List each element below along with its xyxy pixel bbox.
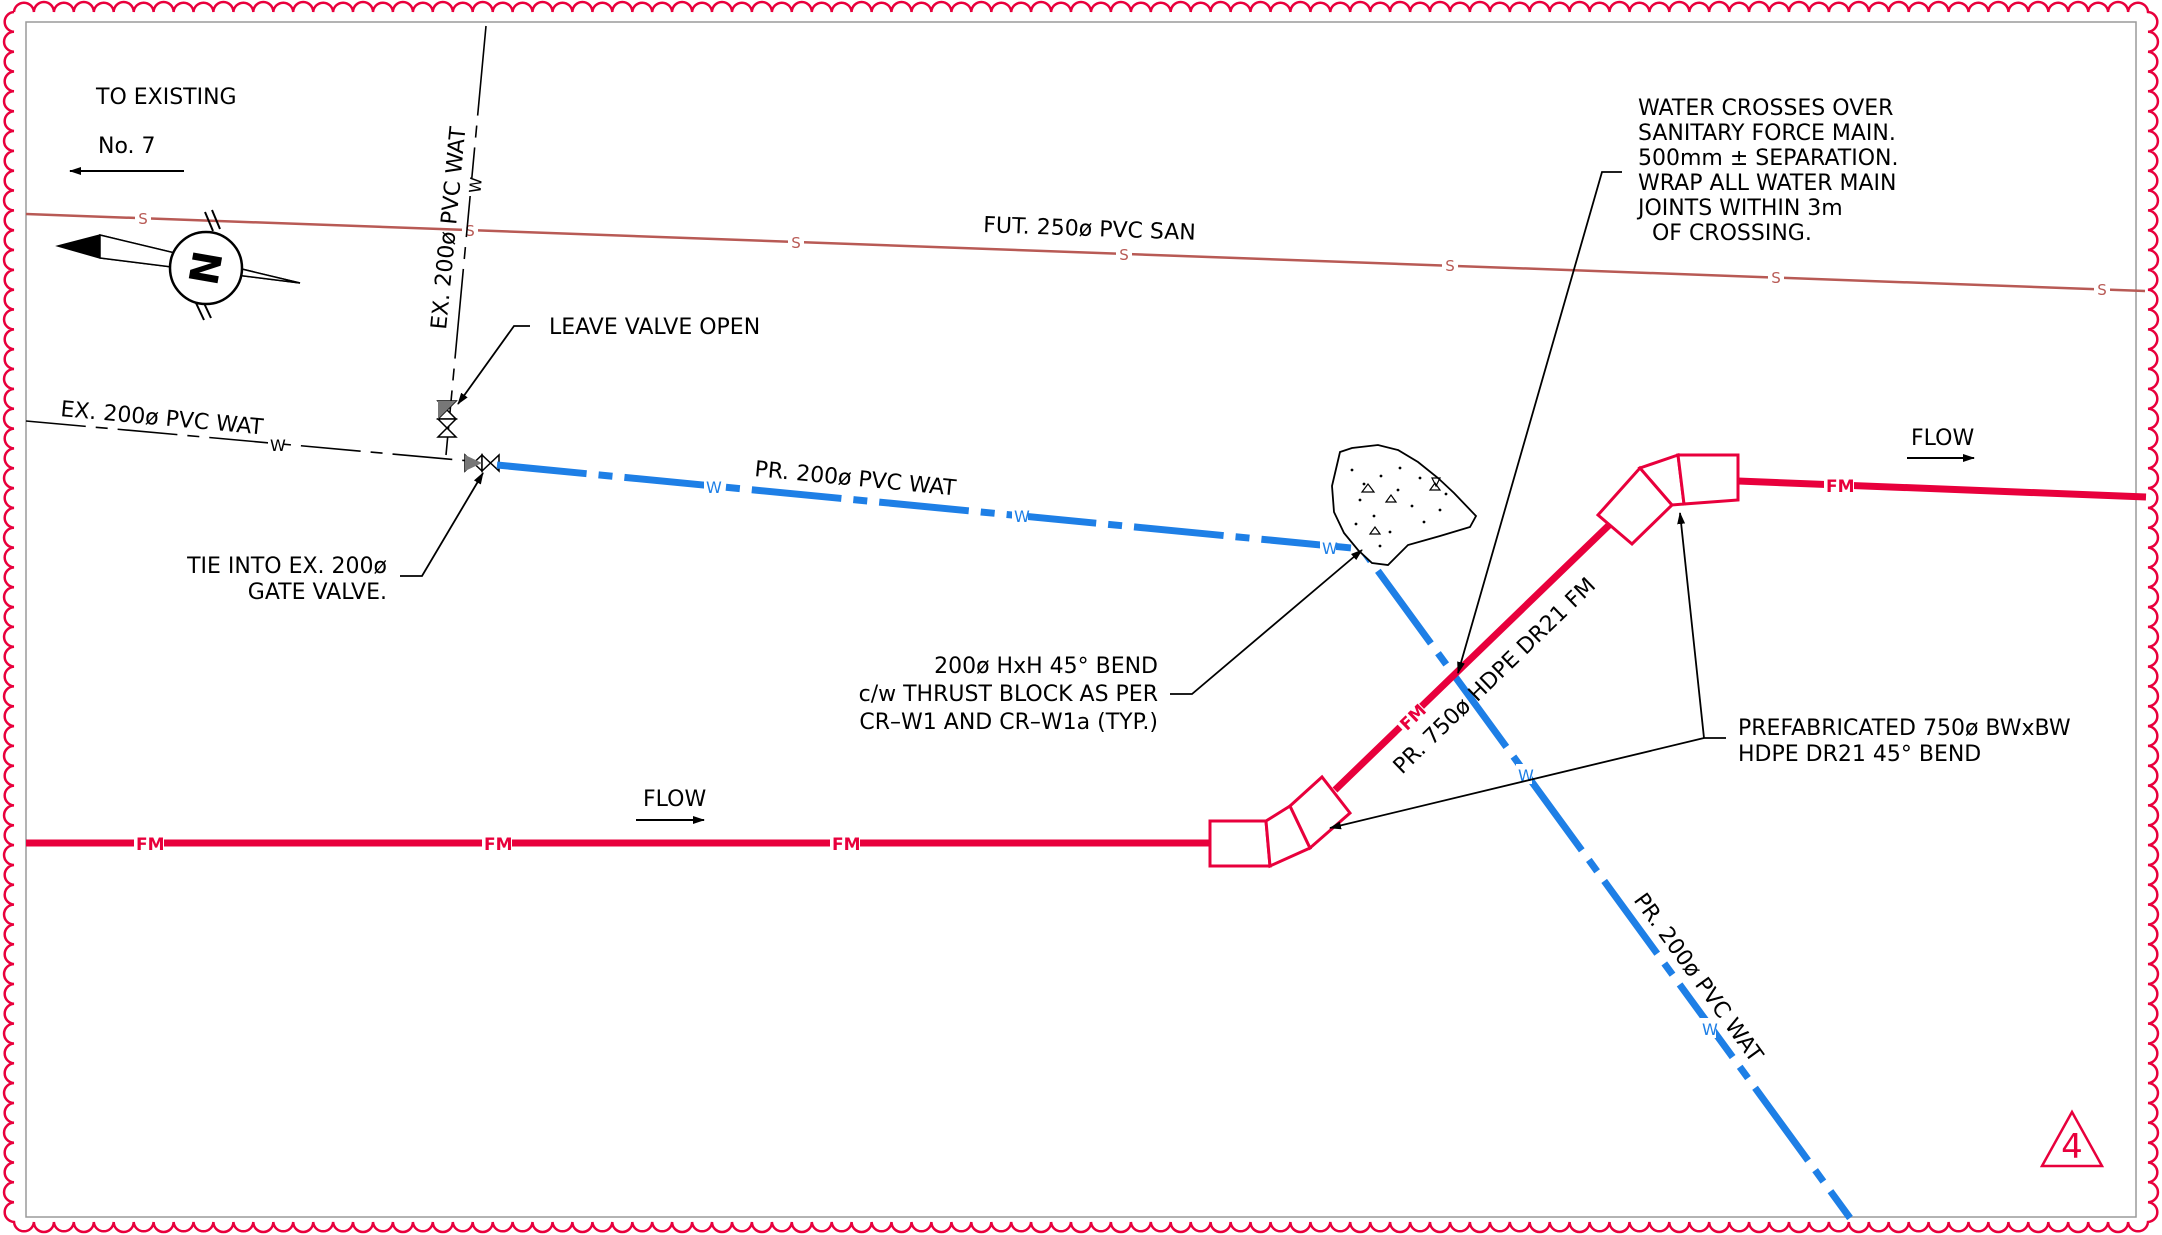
- crossing-note-line: OF CROSSING.: [1638, 221, 1812, 246]
- tie-into-label-1: TIE INTO EX. 200ø: [186, 554, 387, 579]
- sanitary-marker: S: [1119, 246, 1129, 264]
- sanitary-marker: S: [465, 222, 475, 240]
- crossing-note-line: 500mm ± SEPARATION.: [1638, 146, 1898, 171]
- crossing-note-line: WRAP ALL WATER MAIN: [1638, 171, 1897, 196]
- bend-note-1: 200ø HxH 45° BEND: [934, 654, 1158, 679]
- hdpe-bend-lower: [1208, 774, 1353, 869]
- water-markers-proposed: W W W W W: [704, 476, 1718, 1039]
- crossing-note: WATER CROSSES OVER SANITARY FORCE MAIN. …: [1636, 96, 1898, 246]
- existing-water-horizontal: EX. 200ø PVC WAT W: [25, 397, 471, 462]
- hdpe-bend-upper: [1595, 452, 1740, 547]
- proposed-water-diagonal-label: PR. 200ø PVC WAT: [1628, 889, 1767, 1068]
- prefab-note-2: HDPE DR21 45° BEND: [1738, 742, 1981, 767]
- crossing-note-line: JOINTS WITHIN 3m: [1636, 196, 1843, 221]
- future-sanitary-line: S S S S S S S FUT. 250ø PVC SAN: [25, 209, 2146, 299]
- crossing-note-line: SANITARY FORCE MAIN.: [1638, 121, 1896, 146]
- sanitary-markers: S S S S S S S: [135, 209, 2110, 299]
- leave-valve-leader: [457, 325, 530, 405]
- north-arrow-icon: N: [55, 209, 301, 321]
- existing-water-vertical: EX. 200ø PVC WAT W: [427, 25, 487, 456]
- water-marker: W: [1014, 507, 1030, 526]
- crossing-note-leader: [1457, 171, 1622, 674]
- tie-into-leader: [400, 472, 484, 577]
- bend-note-2: c/w THRUST BLOCK AS PER: [859, 682, 1158, 707]
- sanitary-marker: S: [1771, 269, 1781, 287]
- flow-label-right: FLOW: [1911, 426, 1974, 451]
- future-sanitary-label: FUT. 250ø PVC SAN: [983, 213, 1196, 246]
- tie-into-label-2: GATE VALVE.: [248, 580, 387, 605]
- force-main-marker: FM: [136, 835, 165, 855]
- leave-valve-open-label: LEAVE VALVE OPEN: [549, 315, 760, 340]
- sanitary-marker: S: [791, 234, 801, 252]
- gate-valve-horizontal: [464, 453, 500, 473]
- prefab-leader-lower: [1329, 737, 1705, 830]
- crossing-note-line: WATER CROSSES OVER: [1638, 96, 1893, 121]
- water-marker: W: [706, 478, 722, 497]
- north-letter: N: [181, 248, 232, 289]
- water-marker: W: [465, 176, 485, 194]
- water-marker: W: [1702, 1020, 1718, 1039]
- to-existing-number: No. 7: [98, 134, 156, 159]
- sanitary-marker: S: [1445, 257, 1455, 275]
- revision-triangle: 4: [2039, 1109, 2105, 1168]
- thrust-block: [1331, 444, 1478, 566]
- proposed-water-main: W W W W W PR. 200ø PVC WAT PR. 200ø PVC …: [496, 457, 1853, 1221]
- force-main-marker: FM: [1826, 477, 1855, 497]
- to-existing-label: TO EXISTING: [95, 85, 237, 110]
- prefab-leader-upper: [1677, 512, 1705, 739]
- drawing-frame: [25, 21, 2137, 1218]
- revision-number: 4: [2061, 1127, 2083, 1167]
- gate-valve-vertical: [436, 400, 458, 438]
- bend-note-leader: [1170, 549, 1363, 695]
- water-marker: W: [270, 436, 286, 455]
- sanitary-marker: S: [138, 210, 148, 228]
- water-marker: W: [1322, 539, 1338, 558]
- sanitary-marker: S: [2097, 281, 2107, 299]
- force-main-marker: FM: [484, 835, 513, 855]
- force-main-marker: FM: [832, 835, 861, 855]
- prefab-note-1: PREFABRICATED 750ø BWxBW: [1738, 716, 2071, 741]
- bend-note-3: CR–W1 AND CR–W1a (TYP.): [859, 710, 1158, 735]
- hdpe-force-main-label: PR. 750ø HDPE DR21 FM: [1389, 573, 1601, 779]
- flow-label-left: FLOW: [643, 787, 706, 812]
